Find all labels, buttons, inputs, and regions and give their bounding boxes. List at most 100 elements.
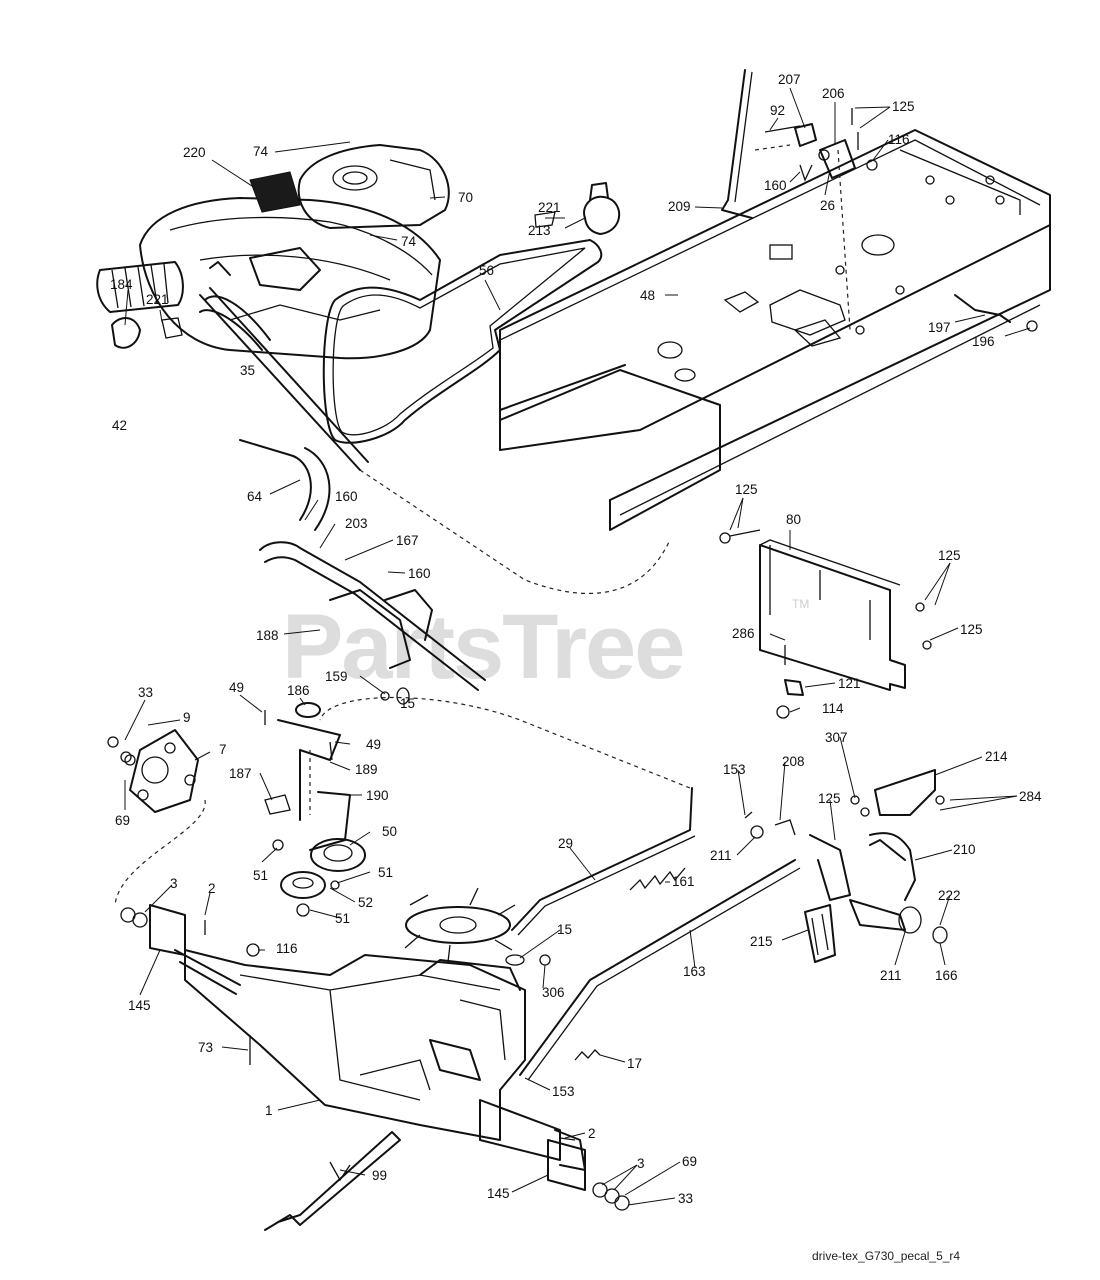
callout-116: 116	[888, 132, 910, 147]
route-2	[319, 696, 691, 789]
linkage-bracket	[264, 702, 351, 851]
callout-160: 160	[764, 178, 787, 193]
callout-211: 211	[710, 848, 732, 863]
wheel-hub	[107, 729, 199, 813]
callout-220: 220	[183, 145, 206, 160]
route-3	[114, 799, 206, 906]
spring-17	[574, 1049, 601, 1061]
callout-33: 33	[138, 685, 153, 700]
callout-48: 48	[640, 288, 655, 303]
pedal-shaft	[239, 439, 486, 705]
callout-7: 7	[219, 742, 227, 757]
callout-161: 161	[672, 874, 695, 889]
mount-plate	[719, 529, 932, 719]
callout-153: 153	[723, 762, 746, 777]
hood-insulation	[249, 171, 301, 213]
callout-125: 125	[938, 548, 961, 563]
shift-rod	[264, 1131, 401, 1231]
callout-125: 125	[892, 99, 915, 114]
callout-51: 51	[335, 911, 350, 926]
callout-166: 166	[935, 968, 958, 983]
pedal-assembly	[744, 811, 948, 944]
callout-64: 64	[247, 489, 263, 504]
callout-52: 52	[358, 895, 373, 910]
callout-213: 213	[528, 223, 551, 238]
transaxle	[174, 949, 586, 1171]
bracket-214	[850, 769, 945, 817]
pulley	[280, 838, 366, 917]
rear-bracket	[954, 294, 1038, 332]
callout-42: 42	[112, 418, 127, 433]
lift-bracket-hardware	[764, 108, 878, 182]
callout-70: 70	[458, 190, 473, 205]
callout-125: 125	[960, 622, 983, 637]
callout-188: 188	[256, 628, 279, 643]
pedal-pad-215	[804, 904, 836, 963]
callout-160: 160	[408, 566, 431, 581]
callout-186: 186	[287, 683, 310, 698]
route-1	[359, 469, 671, 594]
hood-assembly	[139, 197, 441, 360]
callout-116: 116	[276, 941, 298, 956]
headlight	[111, 317, 183, 349]
callout-51: 51	[378, 865, 393, 880]
callout-51: 51	[253, 868, 268, 883]
callout-29: 29	[558, 836, 573, 851]
callout-74: 74	[401, 234, 417, 249]
callout-184: 184	[110, 277, 133, 292]
callout-114: 114	[822, 701, 844, 716]
callout-92: 92	[770, 103, 785, 118]
callout-121: 121	[838, 676, 861, 691]
callout-286: 286	[732, 626, 755, 641]
callout-207: 207	[778, 72, 801, 87]
callout-306: 306	[542, 985, 565, 1000]
callout-99: 99	[372, 1168, 387, 1183]
callout-15: 15	[400, 696, 415, 711]
drive-belt	[322, 239, 603, 444]
callout-35: 35	[240, 363, 255, 378]
callout-145: 145	[128, 998, 151, 1013]
callout-50: 50	[382, 824, 397, 839]
callout-labels: 220 74 70 74 184 221 35 42 56 221 213 48…	[110, 72, 1042, 1206]
callout-203: 203	[345, 516, 368, 531]
leader-lines	[124, 87, 1031, 1206]
callout-125: 125	[735, 482, 758, 497]
callout-17: 17	[627, 1056, 642, 1071]
callout-15: 15	[557, 922, 572, 937]
bracket-left	[120, 904, 260, 1065]
cooling-fan	[404, 887, 516, 963]
callout-307: 307	[825, 730, 848, 745]
callout-9: 9	[183, 710, 191, 725]
drawing-code: drive-tex_G730_pecal_5_r4	[812, 1249, 960, 1263]
spring-161	[629, 867, 686, 891]
callout-1: 1	[265, 1103, 273, 1118]
callout-26: 26	[820, 198, 835, 213]
callout-284: 284	[1019, 789, 1042, 804]
callout-208: 208	[782, 754, 805, 769]
callout-214: 214	[985, 749, 1008, 764]
spacer-15-306	[505, 954, 551, 966]
callout-210: 210	[953, 842, 976, 857]
callout-49: 49	[229, 680, 244, 695]
callout-206: 206	[822, 86, 845, 101]
steering-wheel-grip	[96, 261, 184, 313]
route-5	[837, 149, 851, 331]
callout-3: 3	[170, 876, 178, 891]
callout-196: 196	[972, 334, 995, 349]
route-6	[754, 144, 791, 151]
callout-167: 167	[396, 533, 419, 548]
callout-80: 80	[786, 512, 801, 527]
callout-211: 211	[880, 968, 902, 983]
callout-125: 125	[818, 791, 841, 806]
callout-74: 74	[253, 144, 269, 159]
callout-163: 163	[683, 964, 706, 979]
callout-3: 3	[637, 1156, 645, 1171]
callout-2: 2	[588, 1126, 596, 1141]
callout-187: 187	[229, 766, 252, 781]
pedal-arm	[199, 295, 271, 351]
knob	[534, 182, 621, 235]
callout-221: 221	[146, 292, 169, 307]
callout-56: 56	[479, 263, 494, 278]
callout-33: 33	[678, 1191, 693, 1206]
